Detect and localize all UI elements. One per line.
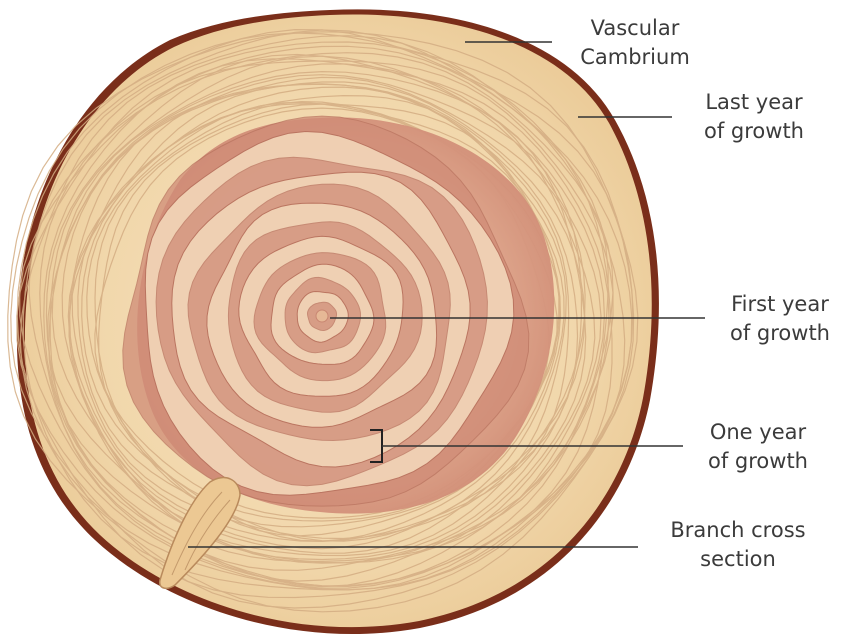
label-last-year-of-growth: Last year of growth bbox=[684, 88, 824, 146]
label-branch-cross-section: Branch cross section bbox=[648, 516, 828, 574]
pith bbox=[316, 310, 328, 322]
label-one-year-of-growth: One year of growth bbox=[688, 418, 828, 476]
label-vascular-cambium: Vascular Cambrium bbox=[565, 14, 705, 72]
label-first-year-of-growth: First year of growth bbox=[710, 290, 850, 348]
